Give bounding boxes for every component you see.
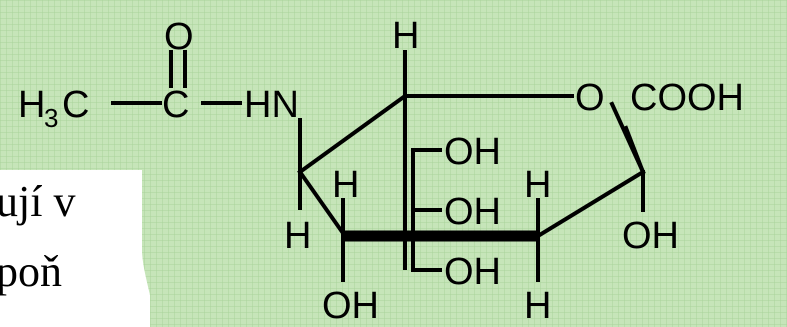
atom-carboxyl: COOH: [630, 77, 744, 119]
atom-anomeric-hydroxyl: OH: [622, 215, 679, 257]
atom-methyl-subscript: 3: [44, 103, 58, 133]
atom-methyl-h: H: [18, 84, 45, 126]
atom-carbonyl-oxygen: O: [164, 16, 194, 58]
bond-ring-left-down: [297, 169, 348, 239]
atom-ring-oxygen: O: [575, 77, 605, 119]
atom-amide-nh: HN: [244, 84, 299, 126]
bond-ring-upper-left: [297, 93, 408, 175]
atom-left-h-lower: H: [284, 215, 311, 257]
atom-hydroxyl-2: OH: [444, 191, 501, 233]
slide-text-line-1: ují v: [0, 177, 76, 226]
atom-acetyl-carbon: C: [162, 84, 189, 126]
atom-methyl-c: C: [62, 84, 89, 126]
atom-right-h-upper: H: [524, 164, 551, 206]
atom-right-h-lower: H: [524, 285, 551, 327]
bond-ring-right-up: [535, 169, 646, 239]
bond-anomeric-cooh: [623, 125, 646, 175]
atom-hydroxyl-1: OH: [444, 131, 501, 173]
atom-hydroxyl-3: OH: [444, 251, 501, 293]
slide-text-line-2: poň: [0, 247, 62, 296]
atom-left-h-upper: H: [332, 164, 359, 206]
atom-top-h: H: [392, 15, 419, 57]
atom-bottom-hydroxyl: OH: [322, 285, 379, 327]
